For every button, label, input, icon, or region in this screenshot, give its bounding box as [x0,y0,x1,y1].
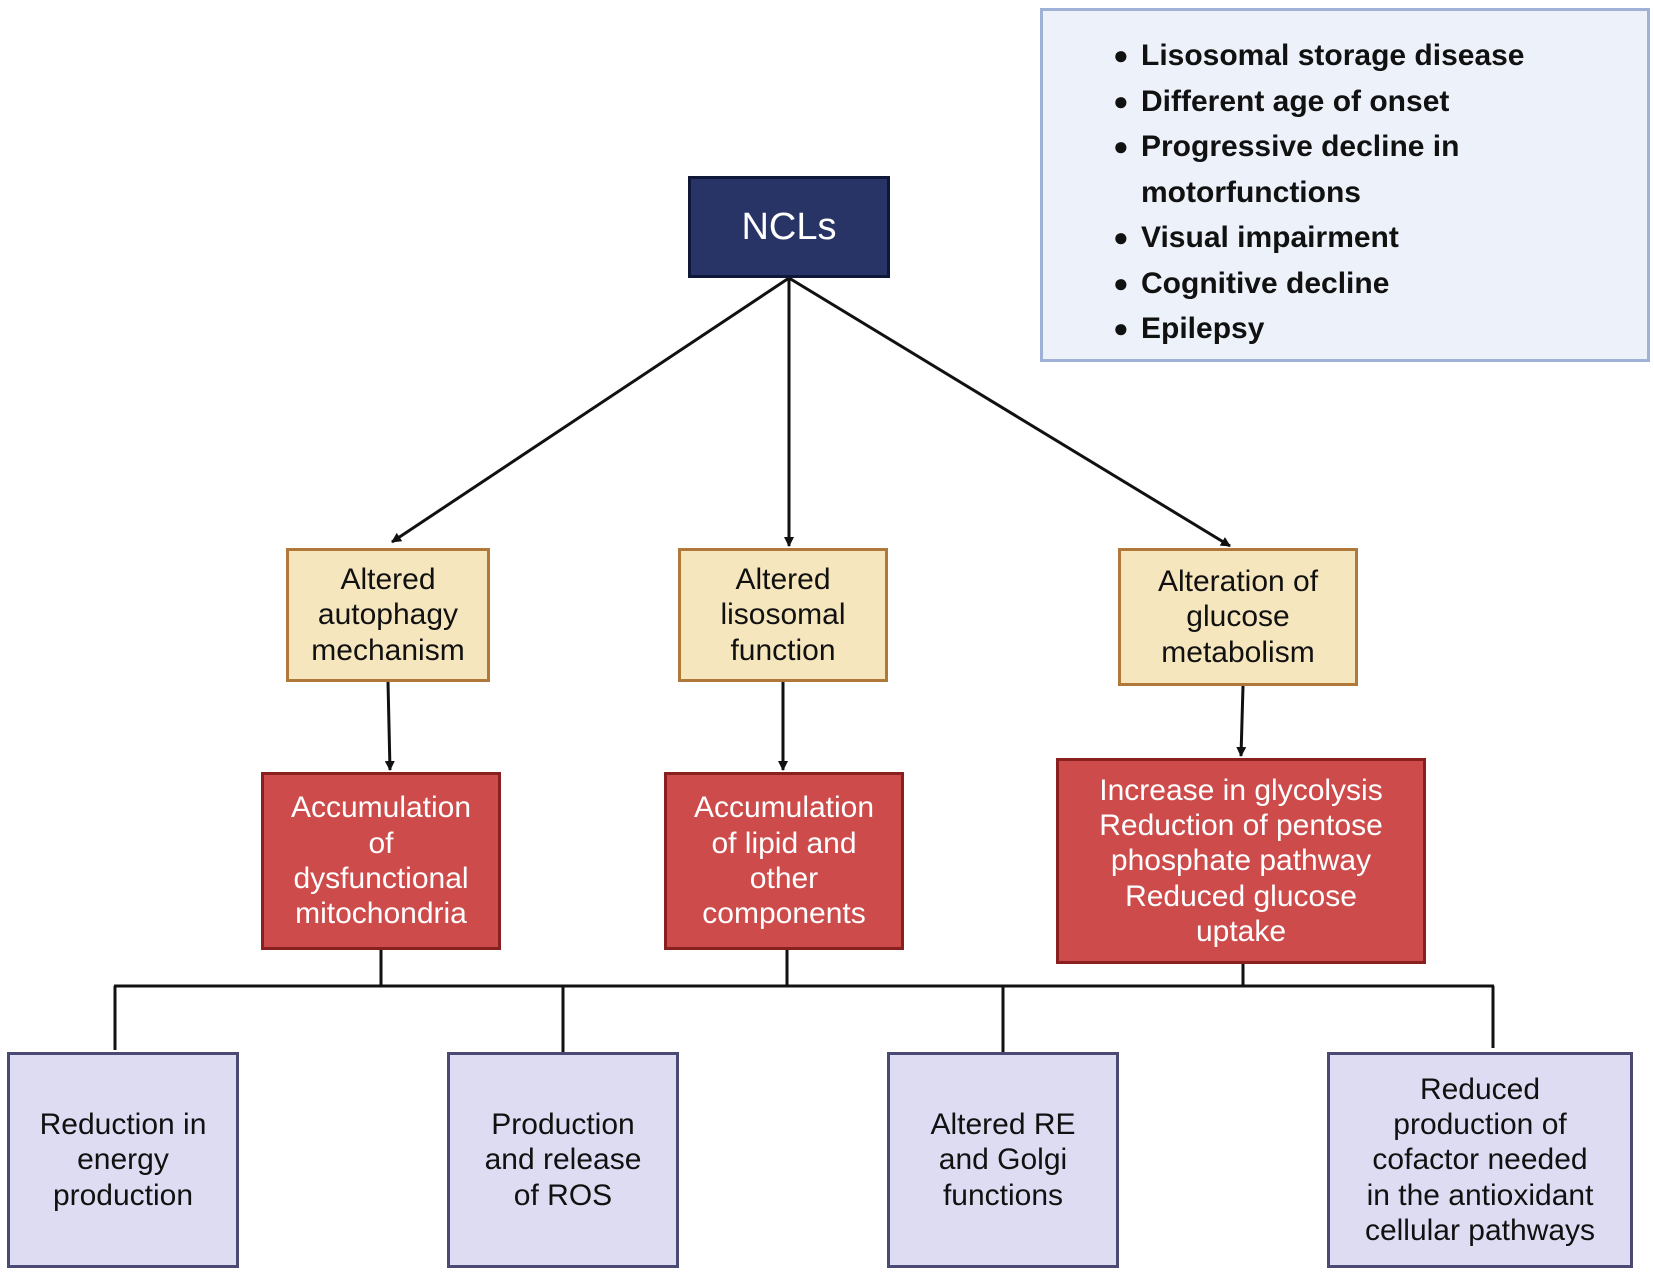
feature-item: ●Cognitive decline [1113,261,1525,307]
ncls-label: NCLs [741,205,837,248]
accumulation-glycolysis: Increase in glycolysis Reduction of pent… [1056,758,1426,964]
features-box: ●Lisosomal storage disease ●Different ag… [1040,8,1650,362]
mechanism-glucose: Alteration of glucose metabolism [1118,548,1358,686]
feature-item: ●Visual impairment [1113,215,1525,261]
feature-item: ●Progressive decline in motorfunctions [1113,124,1525,215]
feature-item: ●Lisosomal storage disease [1113,33,1525,79]
accumulation-lipid: Accumulation of lipid and other componen… [664,772,904,950]
mechanism-lisosomal: Altered lisosomal function [678,548,888,682]
arrow-autophagy-to-mitochondria [384,681,395,771]
bullet-icon: ● [1113,40,1129,70]
outcome-ros: Production and release of ROS [447,1052,679,1268]
arrow-glucose-to-glycolysis [1236,685,1247,757]
arrow-root-to-autophagy [391,276,790,544]
features-list: ●Lisosomal storage disease ●Different ag… [1043,33,1525,352]
bullet-icon: ● [1113,222,1129,252]
ncls-node: NCLs [688,176,890,278]
outcome-golgi: Altered RE and Golgi functions [887,1052,1119,1268]
bullet-icon: ● [1113,313,1129,343]
feature-item: ●Different age of onset [1113,79,1525,125]
feature-item: ●Epilepsy [1113,306,1525,352]
arrow-root-to-glucose [788,276,1231,548]
bullet-icon: ● [1113,131,1129,161]
outcome-cofactor: Reduced production of cofactor needed in… [1327,1052,1633,1268]
bullet-icon: ● [1113,85,1129,116]
bullet-icon: ● [1113,267,1129,298]
accumulation-mitochondria: Accumulation of dysfunctional mitochondr… [261,772,501,950]
outcome-energy: Reduction in energy production [7,1052,239,1268]
mechanism-autophagy: Altered autophagy mechanism [286,548,490,682]
